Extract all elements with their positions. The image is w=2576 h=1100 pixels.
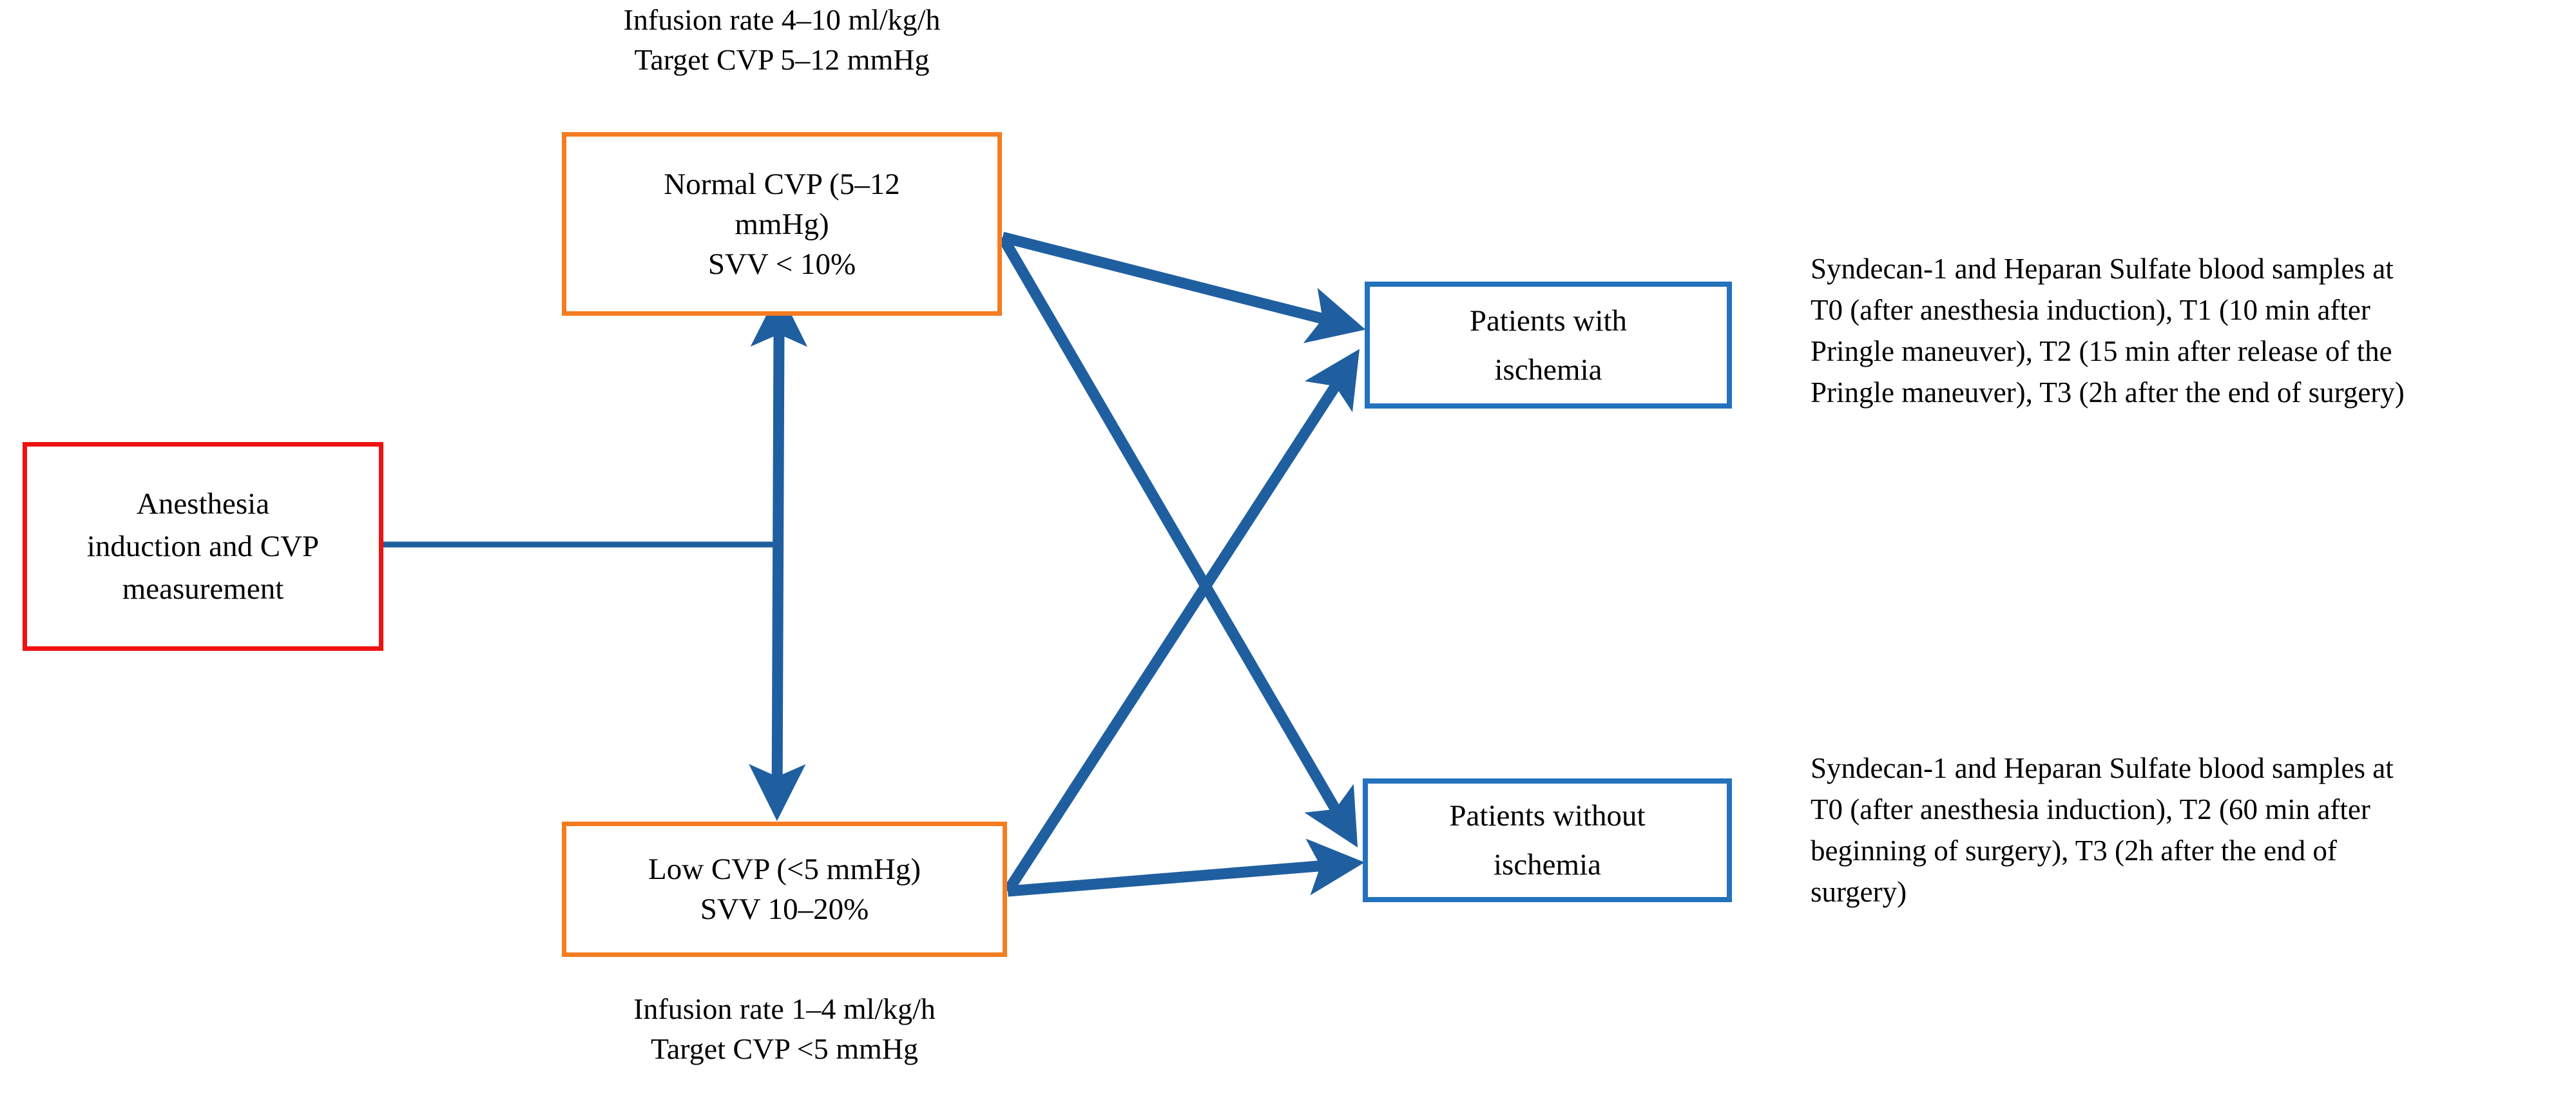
connector-low-cvp-to-with-ischemia	[1003, 349, 1360, 894]
node-text-line: measurement	[122, 572, 284, 606]
sidenote-line: Pringle maneuver), T3 (2h after the end …	[1811, 376, 2405, 409]
connector-low-cvp-to-without-ischemia	[1007, 838, 1365, 897]
node-text-line: Patients with	[1469, 304, 1628, 338]
node-text-line: ischemia	[1493, 848, 1602, 882]
node-low-cvp[interactable]: Low CVP (<5 mmHg) SVV 10–20%	[562, 822, 1007, 957]
sidenote-line: surgery)	[1811, 876, 1907, 908]
node-text-line: Patients without	[1449, 799, 1646, 833]
node-text-line: Low CVP (<5 mmHg)	[648, 853, 921, 886]
node-text-line: Anesthesia	[136, 487, 270, 521]
node-text-line: SVV < 10%	[707, 247, 856, 281]
sidenote-line: beginning of surgery), T3 (2h after the …	[1811, 835, 2337, 867]
node-normal-cvp[interactable]: Normal CVP (5–12 mmHg) SVV < 10%	[562, 132, 1002, 316]
sidenote-ischemia-sampling: Syndecan-1 and Heparan Sulfate blood sam…	[1811, 248, 2571, 413]
node-text-line: Normal CVP (5–12	[664, 167, 900, 201]
caption-line: Infusion rate 4–10 ml/kg/h	[623, 3, 941, 36]
sidenote-line: T0 (after anesthesia induction), T1 (10 …	[1811, 294, 2370, 326]
node-text-line: mmHg)	[735, 207, 829, 241]
connector-normal-cvp-to-low-cvp	[749, 289, 808, 822]
node-anesthesia-induction[interactable]: Anesthesia induction and CVP measurement	[23, 442, 383, 651]
sidenote-line: Syndecan-1 and Heparan Sulfate blood sam…	[1811, 253, 2394, 285]
caption-normal-cvp-protocol: Infusion rate 4–10 ml/kg/h Target CVP 5–…	[562, 0, 1002, 80]
sidenote-line: Syndecan-1 and Heparan Sulfate blood sam…	[1811, 752, 2394, 784]
caption-line: Target CVP 5–12 mmHg	[634, 43, 930, 76]
sidenote-line: T0 (after anesthesia induction), T2 (60 …	[1811, 793, 2370, 825]
connector-normal-cvp-to-with-ischemia	[1001, 231, 1366, 343]
connector-normal-cvp-to-without-ischemia	[997, 234, 1358, 848]
caption-line: Target CVP <5 mmHg	[651, 1032, 918, 1065]
node-text-line: ischemia	[1494, 352, 1602, 387]
node-text-line: induction and CVP	[86, 530, 320, 563]
sidenote-no-ischemia-sampling: Syndecan-1 and Heparan Sulfate blood sam…	[1811, 748, 2571, 912]
node-patients-without-ischemia[interactable]: Patients without ischemia	[1363, 778, 1732, 902]
caption-line: Infusion rate 1–4 ml/kg/h	[633, 992, 936, 1025]
node-patients-with-ischemia[interactable]: Patients with ischemia	[1365, 282, 1732, 409]
caption-low-cvp-protocol: Infusion rate 1–4 ml/kg/h Target CVP <5 …	[562, 989, 1007, 1069]
node-text-line: SVV 10–20%	[700, 893, 869, 926]
sidenote-line: Pringle maneuver), T2 (15 min after rele…	[1811, 335, 2392, 367]
